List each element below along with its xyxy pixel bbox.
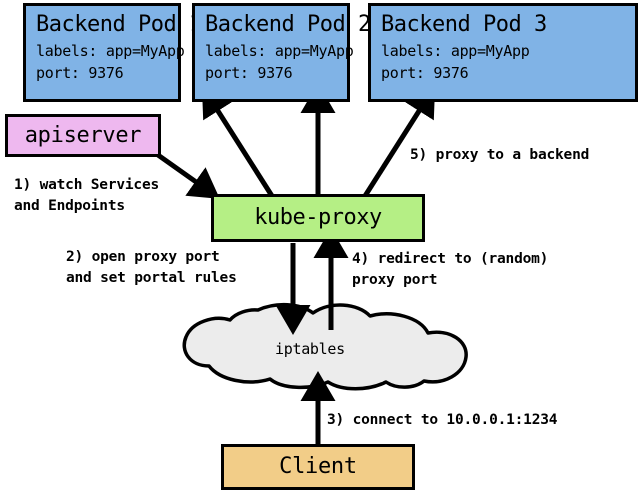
client-node[interactable]: Client [221,444,415,490]
pod-2-port: port: 9376 [205,64,293,82]
step-4-line-1: 4) redirect to (random) [352,251,549,267]
pod-2-labels: labels: app=MyApp [205,42,354,60]
step-2-line-2: and set portal rules [66,270,237,286]
client-label: Client [279,454,357,479]
step-5-label: 5) proxy to a backend [410,147,590,163]
pod-3-labels: labels: app=MyApp [381,42,530,60]
arrow-apiserver-to-kubeproxy [156,152,220,199]
kubeproxy-node[interactable]: kube-proxy [211,194,425,242]
step-4-line-2: proxy port [352,272,438,288]
iptables-label: iptables [275,340,345,358]
pod-2-title: Backend Pod 2 [205,12,371,37]
step-3-label: 3) connect to 10.0.0.1:1234 [327,412,558,428]
pod-1-port: port: 9376 [36,64,124,82]
step-1-line-2: and Endpoints [14,198,125,214]
step-1-line-1: 1) watch Services [14,177,160,193]
pod-3-port: port: 9376 [381,64,469,82]
pod-1-title: Backend Pod 1 [36,12,202,37]
apiserver-label: apiserver [24,122,142,148]
arrow-kubeproxy-to-pod3 [362,85,436,198]
kubeproxy-label: kube-proxy [254,205,382,230]
apiserver-node[interactable]: apiserver [5,114,161,157]
step-2-line-1: 2) open proxy port [66,249,220,265]
arrow-kubeproxy-to-pod1 [201,85,275,198]
backend-pod-1[interactable]: Backend Pod 1 labels: app=MyApp port: 93… [23,3,202,102]
pod-3-title: Backend Pod 3 [381,12,547,37]
backend-pod-2[interactable]: Backend Pod 2 labels: app=MyApp port: 93… [192,3,371,102]
pod-1-labels: labels: app=MyApp [36,42,185,60]
backend-pod-3[interactable]: Backend Pod 3 labels: app=MyApp port: 93… [368,3,638,102]
iptables-cloud-shape [182,303,468,391]
